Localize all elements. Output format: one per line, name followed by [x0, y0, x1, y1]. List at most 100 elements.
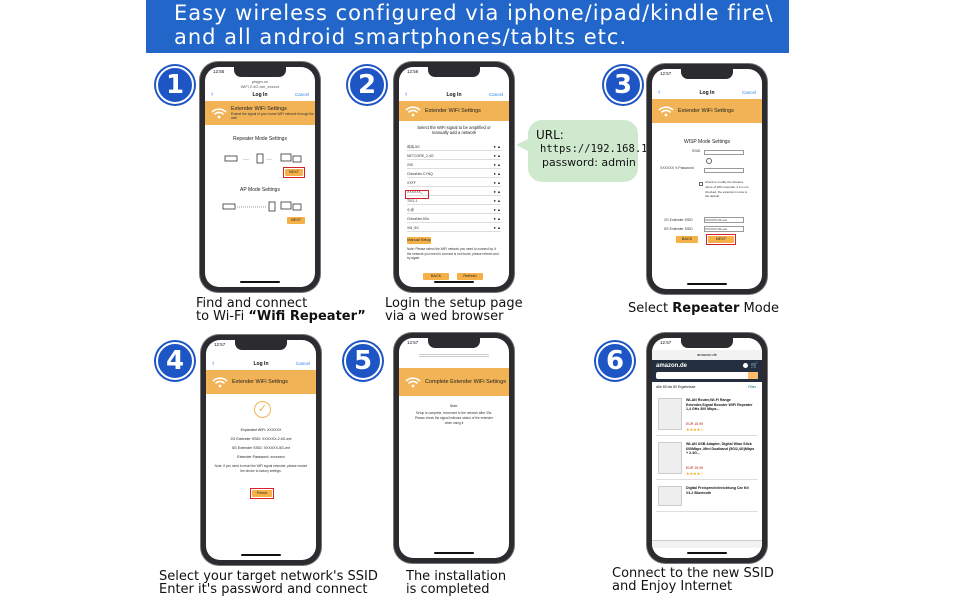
network-name: ChinaNet-9Gx	[407, 217, 430, 221]
ap-next-button[interactable]: NEXT	[287, 217, 305, 224]
cart-icon[interactable]: 🛒	[750, 363, 758, 369]
wifi-signal-icon: ● ▲	[493, 153, 502, 158]
manual-setup-button[interactable]: Manual Setup	[407, 237, 431, 244]
modify-hint: Check to modify the wireless name of WiF…	[705, 180, 749, 199]
step-number-5: 5	[344, 342, 382, 380]
login-title: Log In	[253, 361, 269, 367]
step-number-1: 1	[156, 66, 194, 104]
product-item[interactable]: WLAN USB Adapter, Digital Wlan Stick 600…	[656, 438, 758, 480]
finish-button[interactable]: Finish	[252, 490, 272, 497]
store-logo[interactable]: amazon.de	[656, 363, 688, 369]
network-name: ChinaNet-CYNQ	[407, 172, 433, 176]
product-item[interactable]: Digital Freisprecheinrichtung Car Kit V4…	[656, 482, 758, 512]
cancel-link[interactable]: Cancel	[741, 90, 756, 95]
ext-2g-ssid: 2G Extender SSID: XXXXXX-2.4G-ext	[230, 437, 292, 441]
login-title: Log In	[446, 92, 462, 98]
ext-5g-field[interactable]: XXXXXX-5G-ext	[704, 226, 744, 232]
search-icon[interactable]	[748, 372, 758, 379]
back-chevron-icon[interactable]: ‹	[405, 91, 408, 98]
wisp-heading: WISP Mode Settings	[683, 139, 731, 145]
next-button[interactable]: NEXT	[708, 236, 734, 243]
product-price: EUR 15,99	[686, 422, 704, 426]
product-price: EUR 15,99	[686, 466, 704, 470]
phone-screen: 12:55 ptsgm.cn WiFi 2.4G am_xxxxxx ‹ Log…	[205, 67, 315, 287]
ext-2g-field[interactable]: XXXXXX-2G-ext	[704, 217, 744, 223]
network-row[interactable]: 205● ▲	[407, 161, 501, 169]
banner-subtitle: Extend the signal of your home WiFi netw…	[231, 112, 315, 120]
cancel-link[interactable]: Cancel	[488, 92, 503, 97]
step-number-6: 6	[596, 342, 634, 380]
back-chevron-icon[interactable]: ‹	[212, 360, 215, 367]
caption-line-1: Select your target network's SSID	[159, 569, 378, 584]
caption-line-1: Login the setup page	[385, 296, 523, 311]
phone-screen: 12:57 amazon.de amazon.de 🛒 Alle 80 bis …	[652, 338, 762, 558]
network-name: NETCORE_2.4G	[407, 154, 434, 158]
network-row[interactable]: NETCORE_2.4G ● ▲	[407, 152, 501, 160]
address-bar[interactable]	[419, 354, 489, 357]
network-name: XXXXXX_	[407, 190, 423, 194]
phone-step-3: 12:57 ‹ Log In Cancel Extender WiFi Sett…	[647, 64, 767, 294]
repeater-mode-heading: Repeater Mode Settings	[233, 136, 287, 142]
network-row[interactable]: 鸡鸡-5G● ▲	[407, 143, 501, 151]
product-rating: ★★★★☆	[686, 427, 704, 432]
step-5-caption: The installation is completed	[406, 570, 506, 596]
ext-5g-label: 5G Extender SSID	[664, 227, 693, 231]
settings-banner: Extender WiFi Settings Extend the signal…	[205, 101, 315, 125]
modify-checkbox[interactable]	[699, 182, 703, 186]
back-button[interactable]: BACK	[676, 236, 698, 243]
header-banner: Easy wireless configured via iphone/ipad…	[146, 0, 789, 53]
network-row[interactable]: XM_5G● ▲	[407, 224, 501, 232]
phone-screen: 12:57 ‹ Log In Cancel Extender WiFi Sett…	[206, 340, 316, 560]
phone-notch	[235, 340, 287, 350]
phone-step-2: 12:56 ‹ Log In Cancel Extender WiFi Sett…	[394, 62, 514, 292]
home-indicator	[434, 281, 474, 283]
wifi-signal-icon: ● ▲	[493, 198, 502, 203]
login-title: Log In	[699, 90, 715, 96]
network-row[interactable]: TSG-1● ▲	[407, 197, 501, 205]
network-row[interactable]: XXFF● ▲	[407, 179, 501, 187]
ssid-field[interactable]	[704, 150, 744, 155]
back-chevron-icon[interactable]: ‹	[211, 91, 214, 98]
status-time: 12:57	[660, 71, 672, 76]
wifi-signal-icon: ● ▲	[493, 171, 502, 176]
next-button[interactable]: NEXT	[285, 169, 303, 176]
back-chevron-icon[interactable]: ‹	[658, 89, 661, 96]
highlight-box	[250, 488, 274, 499]
caption-bold: “Wifi Repeater”	[248, 309, 366, 324]
product-item[interactable]: WLAN Router,Wi-Fi Range Extender,Signal …	[656, 394, 758, 436]
network-row[interactable]: 小米● ▲	[407, 206, 501, 214]
settings-banner: Extender WiFi Settings	[206, 370, 316, 394]
back-button[interactable]: BACK	[423, 273, 449, 280]
account-icon[interactable]	[743, 363, 748, 368]
phone-notch	[681, 69, 733, 79]
banner-title: Extender WiFi Settings	[678, 108, 734, 114]
phone-step-1: 12:55 ptsgm.cn WiFi 2.4G am_xxxxxx ‹ Log…	[200, 62, 320, 292]
highlight-box	[283, 167, 305, 178]
product-title: WLAN USB Adapter, Digital Wlan Stick 600…	[686, 442, 755, 455]
phone-screen: 12:56 ‹ Log In Cancel Extender WiFi Sett…	[399, 67, 509, 287]
caption-line-2: is completed	[406, 582, 490, 597]
home-indicator	[687, 552, 727, 554]
search-input[interactable]	[656, 372, 758, 379]
wifi-signal-icon: ● ▲	[493, 144, 502, 149]
home-indicator	[687, 283, 727, 285]
caption-prefix: to Wi-Fi	[196, 309, 249, 324]
cancel-link[interactable]: Cancel	[294, 92, 309, 97]
header-site: ptsgm.cn	[251, 79, 269, 84]
network-row[interactable]: ChinaNet-9Gx● ▲	[407, 215, 501, 223]
caption-line-2: Enter it's password and connect	[159, 582, 368, 597]
network-row[interactable]: ChinaNet-CYNQ ● ▲	[407, 170, 501, 178]
cancel-link[interactable]: Cancel	[295, 361, 310, 366]
step-3-caption: Select Repeater Mode	[628, 302, 779, 315]
network-row[interactable]: XXXXXX_● ▲	[407, 188, 501, 196]
password-field[interactable]	[704, 168, 744, 173]
phone-step-4: 12:57 ‹ Log In Cancel Extender WiFi Sett…	[201, 335, 321, 565]
caption-line-1: Find and connect	[196, 296, 308, 311]
filter-link[interactable]: Filter	[748, 385, 756, 389]
phone-screen: 12:57 ‹ Log In Cancel Extender WiFi Sett…	[652, 69, 762, 289]
browser-url[interactable]: amazon.de	[652, 350, 762, 360]
wifi-signal-icon: ● ▲	[493, 162, 502, 167]
browser-toolbar[interactable]	[652, 540, 762, 548]
refresh-icon[interactable]	[706, 158, 712, 164]
refresh-button[interactable]: Refresh	[457, 273, 483, 280]
